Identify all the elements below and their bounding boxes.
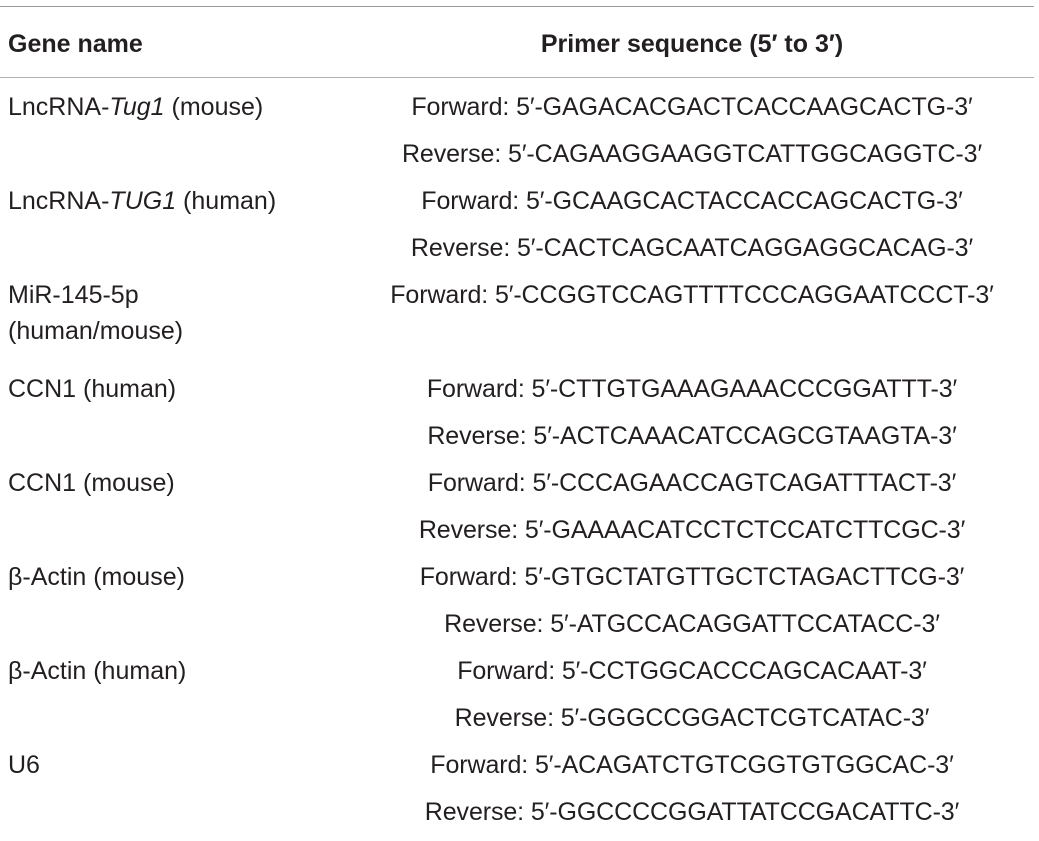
primer-forward: Forward: 5′-ACAGATCTGTCGGTGTGGCAC-3′ <box>430 751 954 779</box>
gene-name-cell: LncRNA-Tug1 (mouse) <box>8 89 338 125</box>
gene-italic: Tug1 <box>109 93 165 121</box>
table-header-rule <box>0 77 1034 78</box>
gene-suffix: (human) <box>176 187 277 215</box>
gene-name-cell: β-Actin (human) <box>8 657 187 685</box>
table-body: LncRNA-Tug1 (mouse) Forward: 5′-GAGACACG… <box>0 89 1039 841</box>
gene-prefix: LncRNA- <box>8 187 110 215</box>
primer-forward: Forward: 5′-CTTGTGAAAGAAACCCGGATTT-3′ <box>426 375 958 403</box>
primer-cell: Forward: 5′-CCTGGCACCCAGCACAAT-3′ Revers… <box>350 653 1034 747</box>
primer-forward: Forward: 5′-GCAAGCACTACCACCAGCACTG-3′ <box>421 187 963 215</box>
primer-forward: Forward: 5′-CCGGTCCAGTTTTCCCAGGAATCCCT-3… <box>390 281 994 309</box>
gene-name-cell: LncRNA-TUG1 (human) <box>8 183 338 219</box>
gene-name-cell: CCN1 (mouse) <box>8 469 175 497</box>
primer-reverse: Reverse: 5′-ATGCCACAGGATTCCATACC-3′ <box>444 610 940 638</box>
primer-cell: Forward: 5′-GAGACACGACTCACCAAGCACTG-3′ R… <box>350 89 1034 183</box>
table-row: LncRNA-TUG1 (human) Forward: 5′-GCAAGCAC… <box>0 183 1039 277</box>
primer-forward: Forward: 5′-CCCAGAACCAGTCAGATTTACT-3′ <box>427 469 957 497</box>
table-row: β-Actin (human) Forward: 5′-CCTGGCACCCAG… <box>0 653 1039 747</box>
primer-cell: Forward: 5′-CCCAGAACCAGTCAGATTTACT-3′ Re… <box>350 465 1034 559</box>
primer-cell: Forward: 5′-ACAGATCTGTCGGTGTGGCAC-3′ Rev… <box>350 747 1034 841</box>
table-header: Gene name Primer sequence (5′ to 3′) <box>0 26 1039 62</box>
table-row: MiR-145-5p (human/mouse) Forward: 5′-CCG… <box>0 277 1039 371</box>
primer-reverse: Reverse: 5′-GGCCCCGGATTATCCGACATTC-3′ <box>424 798 960 826</box>
table-row: CCN1 (human) Forward: 5′-CTTGTGAAAGAAACC… <box>0 371 1039 465</box>
table-top-rule <box>0 6 1034 7</box>
table-row: CCN1 (mouse) Forward: 5′-CCCAGAACCAGTCAG… <box>0 465 1039 559</box>
table-row: β-Actin (mouse) Forward: 5′-GTGCTATGTTGC… <box>0 559 1039 653</box>
table-row: LncRNA-Tug1 (mouse) Forward: 5′-GAGACACG… <box>0 89 1039 183</box>
primer-cell: Forward: 5′-CTTGTGAAAGAAACCCGGATTT-3′ Re… <box>350 371 1034 465</box>
header-primer-sequence: Primer sequence (5′ to 3′) <box>540 30 844 58</box>
primer-reverse: Reverse: 5′-GGGCCGGACTCGTCATAC-3′ <box>454 704 930 732</box>
header-gene-name: Gene name <box>8 30 143 58</box>
gene-name-line2: (human/mouse) <box>8 317 184 345</box>
primer-reverse: Reverse: 5′-ACTCAAACATCCAGCGTAAGTA-3′ <box>427 422 957 450</box>
primer-forward: Forward: 5′-GTGCTATGTTGCTCTAGACTTCG-3′ <box>419 563 965 591</box>
primer-cell: Forward: 5′-CCGGTCCAGTTTTCCCAGGAATCCCT-3… <box>350 277 1034 324</box>
gene-name-line1: MiR-145-5p <box>8 281 139 309</box>
gene-prefix: LncRNA- <box>8 93 110 121</box>
gene-italic: TUG1 <box>109 187 177 215</box>
gene-name-cell: MiR-145-5p (human/mouse) <box>8 277 338 349</box>
primer-cell: Forward: 5′-GTGCTATGTTGCTCTAGACTTCG-3′ R… <box>350 559 1034 653</box>
gene-name-cell: CCN1 (human) <box>8 375 177 403</box>
primer-reverse: Reverse: 5′-GAAAACATCCTCTCCATCTTCGC-3′ <box>418 516 966 544</box>
gene-name-cell: β-Actin (mouse) <box>8 563 185 591</box>
table-row: U6 Forward: 5′-ACAGATCTGTCGGTGTGGCAC-3′ … <box>0 747 1039 841</box>
gene-suffix: (mouse) <box>164 93 264 121</box>
gene-name-cell: U6 <box>8 751 40 779</box>
primer-reverse: Reverse: 5′-CAGAAGGAAGGTCATTGGCAGGTC-3′ <box>401 140 983 168</box>
primer-cell: Forward: 5′-GCAAGCACTACCACCAGCACTG-3′ Re… <box>350 183 1034 277</box>
primer-reverse: Reverse: 5′-CACTCAGCAATCAGGAGGCACAG-3′ <box>410 234 974 262</box>
primer-forward: Forward: 5′-GAGACACGACTCACCAAGCACTG-3′ <box>411 93 973 121</box>
primer-forward: Forward: 5′-CCTGGCACCCAGCACAAT-3′ <box>457 657 927 685</box>
